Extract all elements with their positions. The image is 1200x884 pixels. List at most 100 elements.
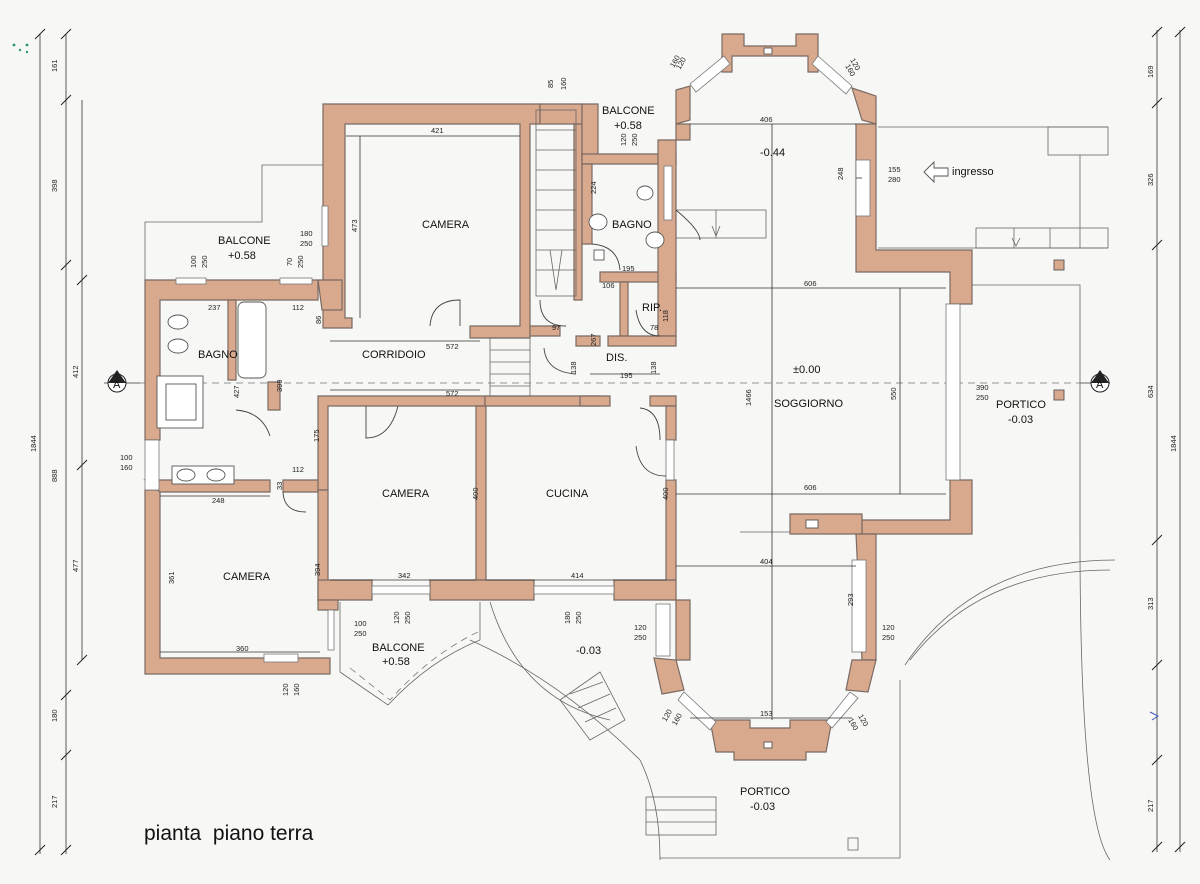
dim-label: 112: [292, 465, 304, 474]
dim-label: 404: [760, 557, 773, 566]
dim-label: 120: [281, 683, 290, 696]
dim-label: 248: [212, 496, 225, 505]
dimension-numbers: 421 473 180 250 100 250 70 250 237 112 8…: [120, 54, 989, 732]
level-portico-right: -0.03: [1008, 414, 1033, 426]
room-balcone-left: BALCONE: [218, 235, 271, 247]
right-dim-326: 326: [1146, 173, 1155, 186]
dim-label: 160: [292, 683, 301, 696]
dim-label: 118: [661, 310, 670, 322]
dim-label: 33: [275, 482, 284, 490]
dim-label: 250: [976, 393, 989, 402]
level-center-bottom: -0.03: [576, 645, 601, 657]
dim-label: 360: [236, 644, 249, 653]
left-dim-888: 888: [50, 469, 59, 482]
dim-label: 394: [313, 563, 322, 576]
plan-title: pianta piano terra: [144, 822, 314, 845]
internal-dimension-lines: [160, 123, 946, 720]
room-portico-bottom: PORTICO: [740, 786, 790, 798]
dim-label: 195: [622, 264, 635, 273]
dim-label: 195: [620, 371, 633, 380]
dim-label: 250: [574, 611, 583, 624]
dim-label: 1466: [744, 389, 753, 406]
dim-label: 572: [446, 389, 459, 398]
dim-label: 250: [403, 611, 412, 624]
room-bagno-right: BAGNO: [612, 219, 652, 231]
dim-label: 400: [471, 487, 480, 500]
section-label-left: A: [113, 379, 121, 391]
room-balcone-top-level: +0.58: [614, 120, 642, 132]
dim-label: 86: [314, 316, 323, 324]
right-dim-169: 169: [1146, 65, 1155, 78]
dim-label: 250: [354, 629, 367, 638]
dim-label: 267: [589, 333, 598, 346]
dim-label: 606: [804, 279, 817, 288]
doors: [235, 109, 1021, 513]
dim-label: 78: [650, 323, 658, 332]
outline-lines: [144, 126, 1116, 861]
room-camera-top: CAMERA: [422, 219, 470, 231]
dim-label: 421: [431, 126, 444, 135]
dim-label: 390: [976, 383, 989, 392]
dim-label: 85: [546, 80, 555, 88]
room-soggiorno: SOGGIORNO: [774, 398, 844, 410]
dim-label: 100: [120, 453, 133, 462]
left-dimension-chain: 161 398 412 888 477 1844 180 217: [29, 28, 88, 856]
dim-label: 112: [292, 303, 304, 312]
dim-label: 361: [167, 571, 176, 584]
room-cucina: CUCINA: [546, 488, 589, 500]
dim-label: 160: [120, 463, 133, 472]
level-portico-bottom: -0.03: [750, 801, 775, 813]
left-dim-398: 398: [50, 179, 59, 192]
dim-label: 120: [882, 623, 895, 632]
dim-label: 120: [619, 133, 628, 146]
dim-label: 399: [275, 379, 284, 392]
dim-label: 550: [889, 387, 898, 400]
dim-label: 427: [232, 385, 241, 398]
right-dim-313: 313: [1146, 597, 1155, 610]
dim-label: 120: [392, 611, 401, 624]
dim-label: 106: [602, 281, 615, 290]
room-balcone-bottom-level: +0.58: [382, 656, 410, 668]
dim-label: 180: [563, 611, 572, 624]
dim-label: 293: [846, 593, 855, 606]
section-label-right: A: [1096, 379, 1104, 391]
dim-label: 250: [296, 255, 305, 268]
room-balcone-left-level: +0.58: [228, 250, 256, 262]
section-marker-right: A: [1080, 370, 1110, 393]
room-balcone-top: BALCONE: [602, 105, 655, 117]
right-dim-217: 217: [1146, 799, 1155, 812]
left-dim-412: 412: [71, 365, 80, 378]
corner-marks: [12, 43, 29, 54]
dim-label: 250: [882, 633, 895, 642]
dim-label: 250: [630, 133, 639, 146]
room-bagno-left: BAGNO: [198, 349, 238, 361]
dim-label: 180: [300, 229, 313, 238]
level-top-right: -0.44: [760, 147, 785, 159]
dim-label: 138: [569, 361, 578, 374]
right-dim-634: 634: [1146, 385, 1155, 398]
room-ingresso: ingresso: [952, 166, 994, 178]
dim-label: 224: [589, 181, 598, 194]
dim-label: 250: [634, 633, 647, 642]
room-dis: DIS.: [606, 352, 627, 364]
left-dim-180: 180: [50, 709, 59, 722]
dim-label: 400: [661, 487, 670, 500]
dim-label: 100: [189, 255, 198, 268]
dim-label: 155: [888, 165, 901, 174]
room-portico-right: PORTICO: [996, 399, 1046, 411]
dim-label: 120: [634, 623, 647, 632]
dim-label: 138: [649, 361, 658, 374]
fixtures: [156, 47, 1065, 749]
dim-label: 175: [312, 429, 321, 442]
dim-label: 473: [350, 219, 359, 232]
right-dim-1844: 1844: [1169, 435, 1178, 452]
section-marker-left: A: [104, 370, 140, 393]
dim-label: 572: [446, 342, 459, 351]
dim-label: 250: [300, 239, 313, 248]
dim-label: 250: [200, 255, 209, 268]
left-dim-161: 161: [50, 59, 59, 72]
left-dim-1844: 1844: [29, 435, 38, 452]
dim-label: 160: [559, 77, 568, 90]
dim-label: 248: [836, 167, 845, 180]
dim-label: 70: [285, 258, 294, 266]
